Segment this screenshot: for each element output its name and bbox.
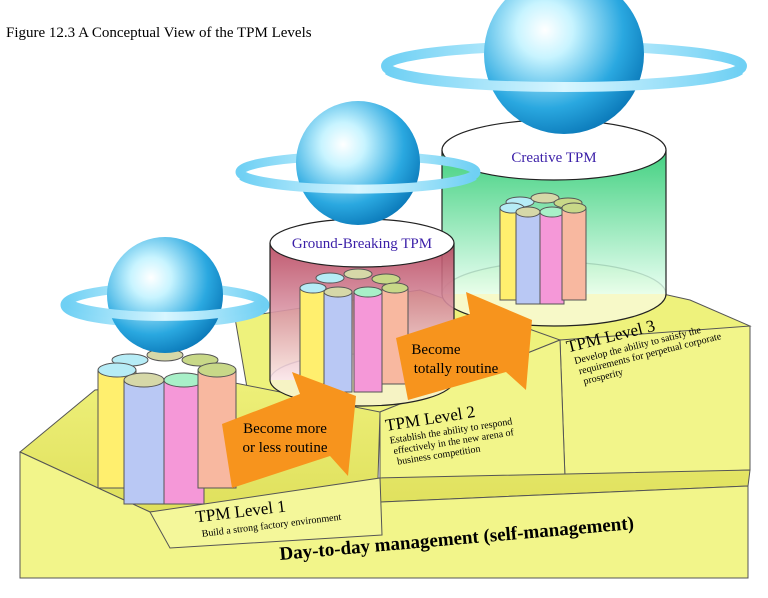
level1-platform-front: [149, 477, 383, 549]
arrow1-line1: Become more: [243, 421, 327, 437]
level3-pillar-bundle: [499, 192, 587, 305]
planet-icon: [381, 0, 747, 134]
planet-icon: [60, 237, 270, 353]
planet-icon: [235, 101, 481, 225]
level1-pillar-bundle: [97, 348, 237, 505]
figure-caption: Figure 12.3 A Conceptual View of the TPM…: [6, 25, 312, 41]
arrow1-line2: or less routine: [243, 440, 328, 456]
arrow-level1-to-level2: Become more or less routine: [222, 372, 356, 488]
arrow2-line2: totally routine: [414, 361, 499, 377]
arrow-level2-to-level3: Become totally routine: [396, 292, 532, 400]
level3-container-label: Creative TPM: [511, 150, 596, 166]
level2-container-label: Ground-Breaking TPM: [292, 236, 432, 252]
arrow2-line1: Become: [411, 342, 460, 358]
